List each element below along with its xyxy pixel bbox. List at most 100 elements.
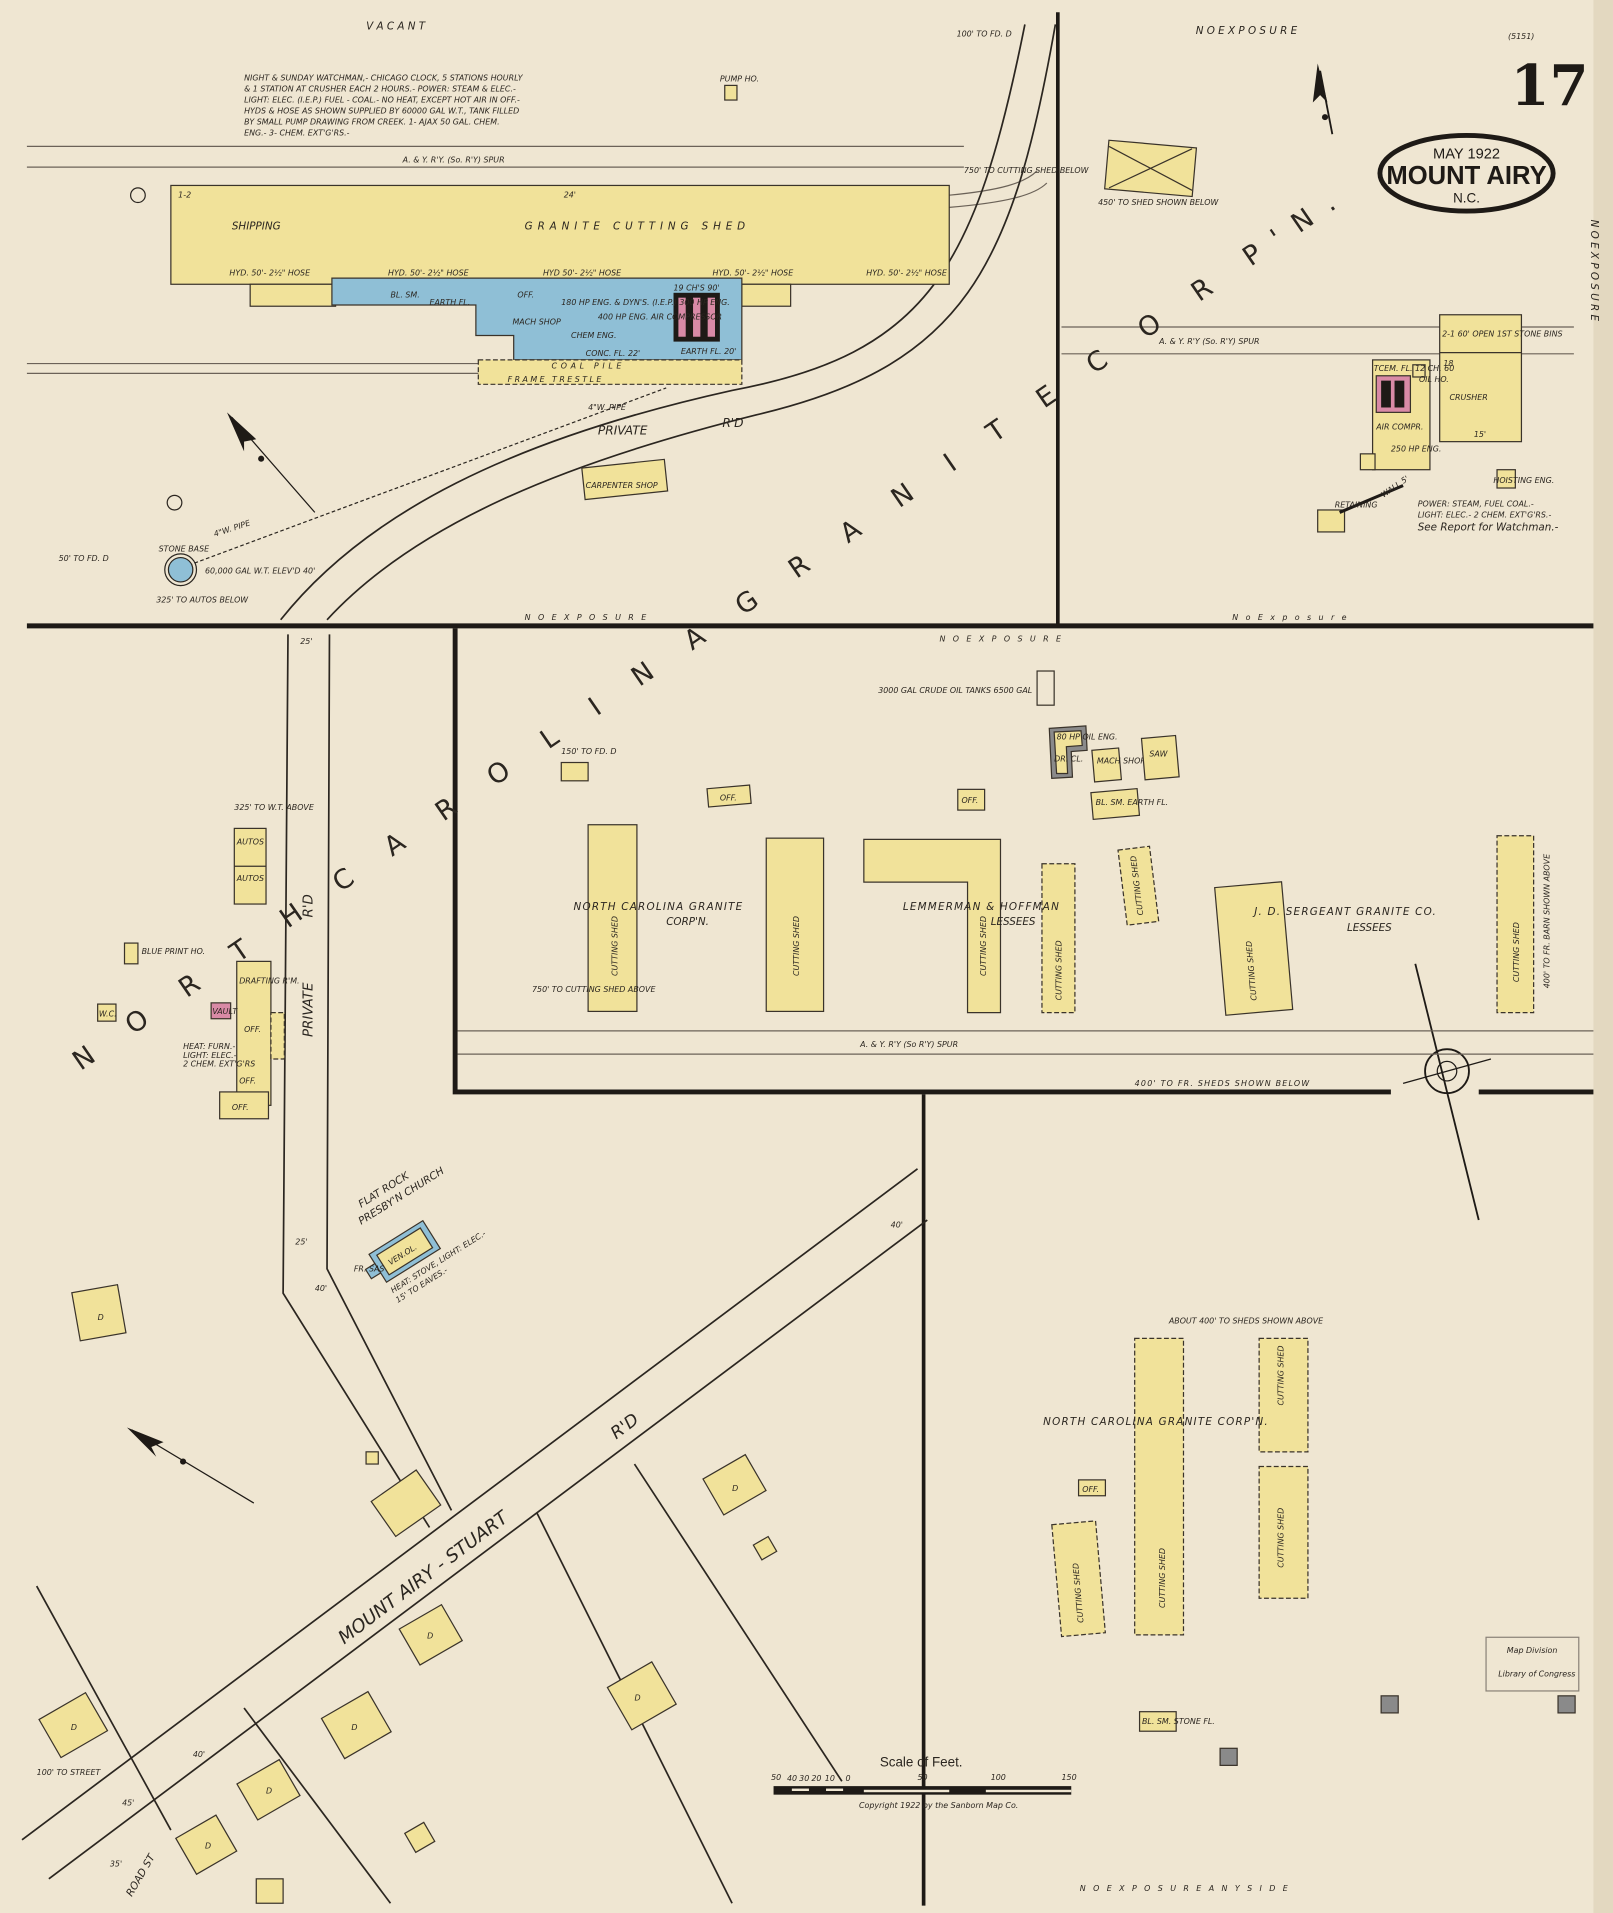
owner-labels-mid: NORTH CAROLINA GRANITE CORP'N. LEMMERMAN…: [573, 901, 1435, 934]
room-label: HOISTING ENG.: [1493, 476, 1554, 485]
exposure-label: N O E X P O S U R E: [1588, 220, 1600, 322]
height: 24': [564, 191, 576, 200]
room-label: CHEM ENG.: [571, 331, 616, 340]
room-label: OFF.: [517, 291, 534, 300]
exposure-top-right: N O E X P O S U R E: [1196, 25, 1298, 37]
road-width: 40': [315, 1284, 327, 1293]
blue-print-house: [123, 942, 139, 965]
hydrant-label: HYD. 50'- 2½" HOSE: [388, 269, 469, 278]
building-label: CUTTING SHED: [1054, 940, 1063, 1000]
note-label: 150' TO FD. D: [561, 747, 616, 756]
room-label: BL. SM. STONE FL.: [1142, 1717, 1215, 1726]
building-label: CUTTING SHED: [1277, 1508, 1286, 1568]
sheet-code: (5151): [1508, 32, 1534, 41]
road-width: 35': [110, 1860, 122, 1869]
room-label: 250 HP ENG.: [1391, 444, 1441, 453]
note-label: 100' TO STREET: [37, 1768, 102, 1777]
scale-tick: 100: [991, 1773, 1006, 1782]
room-label: AIR COMPR.: [1375, 422, 1423, 431]
exposure-label: N o E x p o s u r e: [1232, 613, 1349, 622]
hydrant-label: HYD 50'- 2½" HOSE: [543, 269, 621, 278]
room-label: COAL PILE: [552, 361, 626, 370]
building-label: BLUE PRINT HO.: [142, 947, 205, 956]
note-line: HYDS & HOSE AS SHOWN SUPPLIED BY 60000 G…: [244, 106, 519, 115]
building-label: CARPENTER SHOP: [586, 481, 658, 490]
room-label: EARTH FL.: [430, 298, 471, 307]
autos-garage: AUTOS AUTOS 325' TO W.T. ABOVE: [233, 803, 314, 905]
dwelling-label: D: [351, 1723, 357, 1732]
wall-label: RETAINING: [1335, 501, 1378, 510]
shed-small-top-right: 450' TO SHED SHOWN BELOW: [1098, 139, 1219, 207]
wc: [97, 1003, 117, 1022]
building-label: CUTTING SHED: [610, 916, 619, 976]
room-label: 19 CH'S 90': [674, 283, 720, 292]
scale-tick: 20: [811, 1774, 821, 1783]
dwelling-label: D: [266, 1786, 272, 1795]
room-label: 400 HP ENG. AIR COMPRESSOR: [598, 313, 722, 322]
owner-label: NORTH CAROLINA GRANITE: [573, 901, 743, 913]
dwelling-label: D: [427, 1631, 433, 1640]
road-width: 40': [193, 1750, 205, 1759]
pump-house: [724, 84, 738, 101]
room-label: AUTOS: [236, 874, 264, 883]
scale-tick: 50: [918, 1773, 928, 1782]
exposure-label: N O E X P O S U R E: [525, 613, 649, 622]
building-label: W.C.: [99, 1009, 117, 1018]
carpenter-shop: CARPENTER SHOP: [581, 458, 669, 501]
room-label: FRAME TRESTLE: [508, 375, 604, 384]
title-oval: [1377, 132, 1556, 214]
exposure-label: N O E X P O S U R E: [939, 635, 1063, 644]
room-label: OFF.: [1082, 1485, 1099, 1494]
building-label: GRANITE CUTTING SHED: [525, 220, 750, 232]
scale-tick: 50: [771, 1773, 781, 1782]
scale-tick: 30: [799, 1774, 809, 1783]
note-label: 750' TO CUTTING SHED BELOW: [964, 166, 1090, 175]
note-label: 750' TO CUTTING SHED ABOVE: [532, 985, 655, 994]
note-label: 50' TO FD. D: [59, 554, 109, 563]
watchman-notes: NIGHT & SUNDAY WATCHMAN,- CHICAGO CLOCK,…: [244, 74, 524, 138]
vault: [210, 1002, 232, 1020]
room-label: CONC. FL. 22': [586, 349, 641, 358]
title-state: N.C.: [1453, 191, 1480, 206]
title-date: MAY 1922: [1433, 147, 1500, 163]
note-label: ABOUT 400' TO SHEDS SHOWN ABOVE: [1168, 1317, 1323, 1326]
owner-label: LEMMERMAN & HOFFMAN: [903, 901, 1060, 913]
elevation-marker: [166, 494, 183, 511]
room-label: FR. SAS: [354, 1264, 385, 1273]
note-label: 450' TO SHED SHOWN BELOW: [1098, 198, 1219, 207]
dwelling-label: D: [98, 1313, 104, 1322]
tank-label: STONE BASE: [159, 544, 209, 553]
stories: 18: [1443, 359, 1453, 368]
hydrant-label: HYD. 50'- 2½" HOSE: [866, 269, 947, 278]
room-label: DR. CL.: [1054, 754, 1083, 763]
sheet-edge: [1593, 0, 1613, 1913]
tank-label: 3000 GAL CRUDE OIL TANKS 6500 GAL: [878, 686, 1032, 695]
road-label: R'D: [301, 894, 316, 917]
note-line: LIGHT: ELEC.- 2 CHEM. EXT'G'RS.-: [1418, 510, 1552, 519]
scale-title: Scale of Feet.: [880, 1755, 963, 1770]
room-label: OFF.: [244, 1025, 261, 1034]
elevation-marker: [129, 187, 146, 204]
railroad-label: A. & Y. R'Y (So R'Y) SPUR: [859, 1040, 958, 1049]
railroad-label: A. & Y. R'Y. (So. R'Y) SPUR: [402, 155, 505, 164]
building-label: CUTTING SHED: [792, 916, 801, 976]
room-label: BL. SM. EARTH FL.: [1096, 798, 1169, 807]
exposure-label: N O E X P O S U R E A N Y S I D E: [1080, 1884, 1290, 1893]
road-label: PRIVATE: [598, 423, 648, 437]
room-label: VAULT: [212, 1007, 238, 1016]
north-arrow-icon: [226, 412, 316, 513]
owner-label: CORP'N.: [666, 916, 709, 928]
pipe-label: 4"W. PIPE: [588, 403, 626, 412]
note-label: 100' TO FD. D: [957, 30, 1012, 39]
room-label: BL. SM.: [390, 291, 419, 300]
note-label: 400' TO FR. SHEDS SHOWN BELOW: [1135, 1079, 1311, 1088]
office-building: VAULT DRAFTING R'M. OFF. OFF. OFF. HEAT:…: [183, 960, 300, 1120]
railroad-label: A. & Y. R'Y (So. R'Y) SPUR: [1158, 337, 1259, 346]
owner-label: LESSEES: [991, 916, 1036, 928]
road-label: R'D: [722, 416, 743, 430]
title-cartouche: MAY 1922 MOUNT AIRY N.C.: [1377, 132, 1556, 214]
note-line: HEAT: FURN.-: [183, 1042, 235, 1051]
page-number: 17: [1510, 53, 1588, 119]
building-label: CUTTING SHED: [1512, 922, 1521, 982]
